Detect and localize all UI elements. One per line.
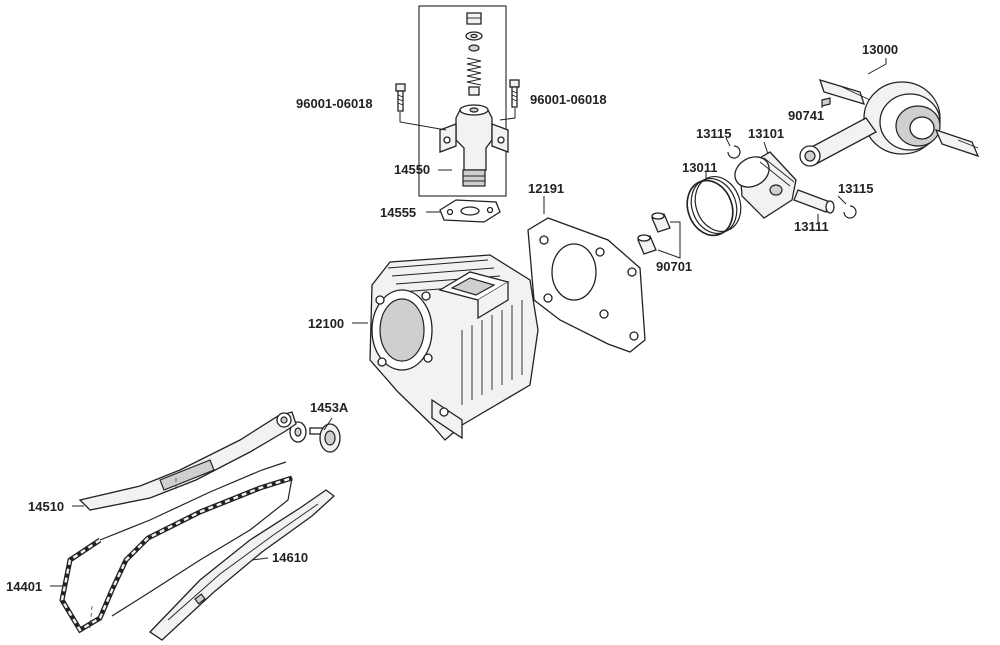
label-14510: 14510 [28, 499, 64, 514]
dowel-pin-upper [651, 212, 671, 233]
tensioner-gasket [439, 199, 501, 223]
crankshaft [799, 79, 980, 167]
label-13115-right: 13115 [838, 181, 873, 196]
label-90741: 90741 [788, 108, 824, 123]
piston-rings [686, 176, 742, 237]
label-13000: 13000 [862, 42, 898, 57]
label-12100: 12100 [308, 316, 344, 331]
label-14610: 14610 [272, 550, 308, 565]
label-90701: 90701 [656, 259, 692, 274]
chain-tensioner-arm [78, 411, 297, 511]
piston-pin [793, 189, 835, 214]
label-96001-06018-right: 96001-06018 [530, 92, 607, 107]
label-13101: 13101 [748, 126, 784, 141]
label-96001-06018-left: 96001-06018 [296, 96, 373, 111]
label-13011: 13011 [682, 160, 717, 175]
cylinder [369, 254, 539, 441]
pivot-bolt-assembly [289, 421, 341, 453]
cam-chain [59, 461, 293, 634]
chain-guide [148, 489, 336, 641]
circlip-top [727, 145, 741, 159]
label-1453A: 1453A [310, 400, 349, 415]
label-13115-top: 13115 [696, 126, 731, 141]
label-14550: 14550 [394, 162, 430, 177]
cylinder-gasket [527, 217, 646, 353]
label-14555: 14555 [380, 205, 416, 220]
tensioner-assembly-box [418, 5, 509, 197]
label-12191: 12191 [528, 181, 564, 196]
bolt-left [395, 83, 406, 112]
circlip-right [843, 205, 857, 219]
bolt-right [509, 79, 520, 108]
piston [734, 151, 797, 219]
label-14401: 14401 [6, 579, 42, 594]
dowel-pin-lower [637, 234, 657, 255]
label-13111: 13111 [794, 219, 829, 234]
leader-lines [50, 58, 887, 587]
